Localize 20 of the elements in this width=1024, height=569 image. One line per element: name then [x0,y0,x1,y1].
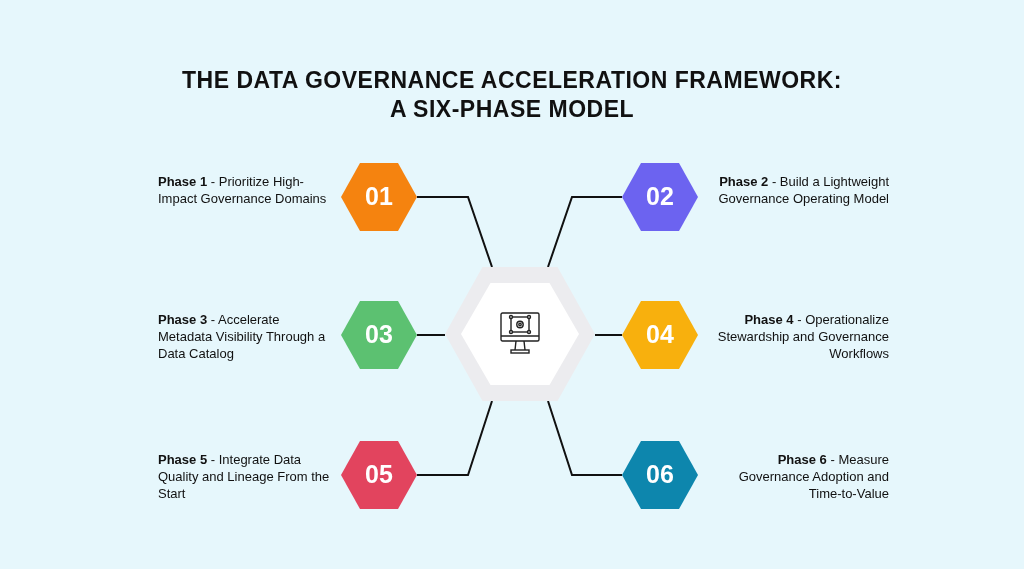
connector-line [416,334,446,336]
phase-description: Phase 3 - Accelerate Metadata Visibility Through a Data Catalog [158,311,327,362]
connector-line [416,196,493,268]
connector-line [416,400,493,476]
phase-description: Phase 5 - Integrate Data Quality and Lineage From the Start [158,451,330,502]
phase-number: 01 [364,182,394,211]
connector-line [547,196,623,268]
phase-number: 05 [364,460,394,489]
diagram-title: THE DATA GOVERNANCE ACCELERATION FRAMEWORK: A SIX-PHASE MODEL [182,66,842,124]
phase-description: Phase 2 - Build a Lightweight Governance Operating Model [717,173,889,207]
center-hexagon [445,267,595,401]
phase-number: 02 [645,182,675,211]
phase-number: 03 [364,320,394,349]
phase-description: Phase 1 - Prioritize High-Impact Governance Domains [158,173,328,207]
phase-number: 06 [645,460,675,489]
phase-description: Phase 6 - Measure Governance Adoption and Time-to-Value [737,451,889,502]
phase-description: Phase 4 - Operationalize Stewardship and Governance Workflows [717,311,889,362]
phase-number: 04 [645,320,675,349]
connector-line [594,334,623,336]
connector-line [547,400,623,476]
